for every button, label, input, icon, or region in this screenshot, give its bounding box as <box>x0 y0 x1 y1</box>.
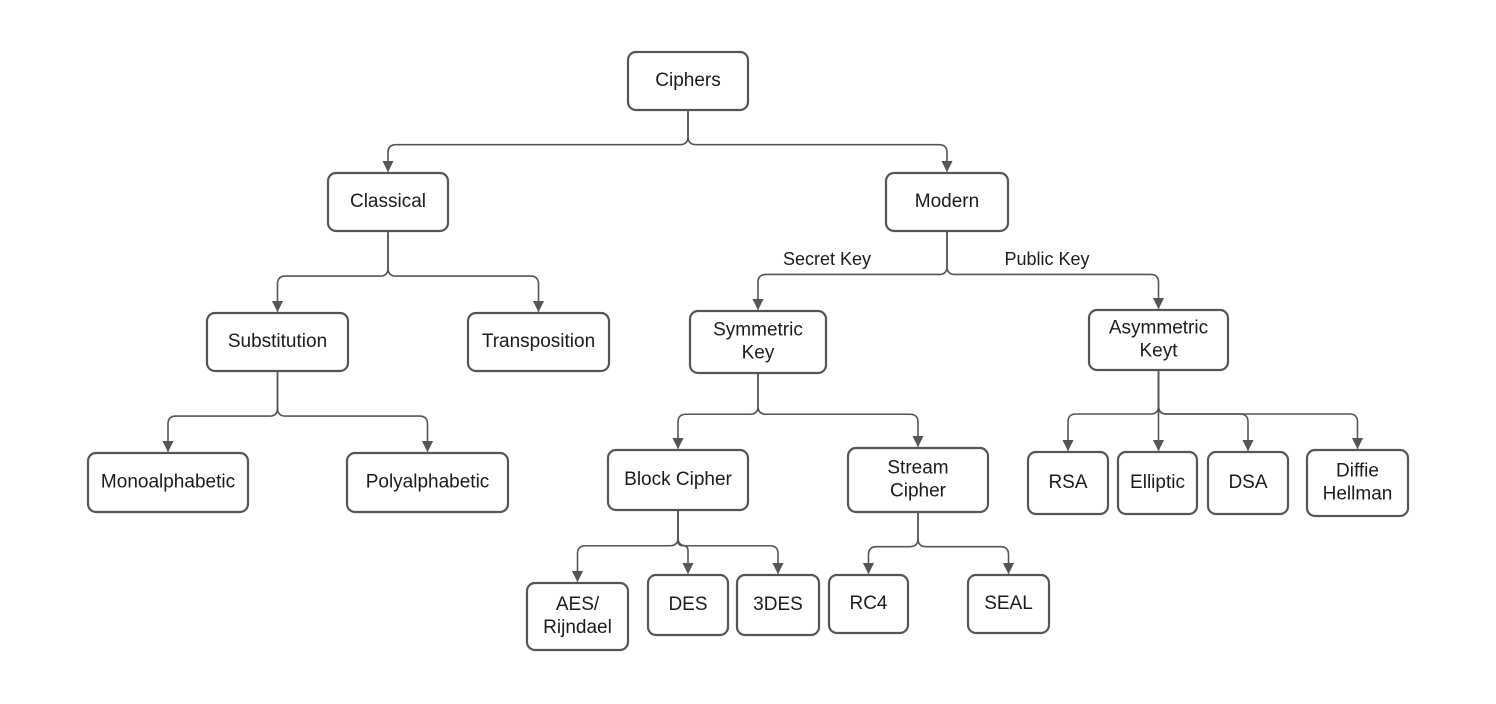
node-elliptic[interactable]: Elliptic <box>1116 450 1199 516</box>
node-3des[interactable]: 3DES <box>735 573 821 637</box>
node-label-substitution: Substitution <box>228 331 327 352</box>
node-dsa[interactable]: DSA <box>1206 450 1290 516</box>
node-box-classical[interactable] <box>326 171 450 233</box>
node-label-des: DES <box>668 594 707 615</box>
node-aes-rijndael[interactable]: AES/Rijndael <box>525 581 630 652</box>
edge-classical-transposition <box>387 230 545 313</box>
node-label-block-cipher: Block Cipher <box>624 469 732 490</box>
edge-substitution-monoalphabetic <box>162 370 279 453</box>
edge-ciphers-classical <box>382 109 689 173</box>
node-box-transposition[interactable] <box>466 311 611 373</box>
node-label-modern: Modern <box>915 191 979 212</box>
node-box-ciphers[interactable] <box>626 50 750 112</box>
edge-stream-rc4 <box>862 511 919 575</box>
node-label-seal: SEAL <box>984 593 1033 614</box>
edges-layer <box>162 109 1364 583</box>
node-label-classical: Classical <box>350 191 426 212</box>
edge-asymmetric-dsa <box>1157 369 1254 452</box>
node-box-diffie-hellman[interactable] <box>1305 448 1410 518</box>
node-box-3des[interactable] <box>735 573 821 637</box>
node-label-dsa: DSA <box>1228 472 1267 493</box>
node-rc4[interactable]: RC4 <box>827 573 910 635</box>
edge-classical-substitution <box>271 230 389 313</box>
node-polyalphabetic[interactable]: Polyalphabetic <box>345 451 510 514</box>
public-key-label: Public Key <box>1004 249 1089 269</box>
node-modern[interactable]: Modern <box>884 171 1010 233</box>
node-des[interactable]: DES <box>646 573 730 637</box>
edge-asymmetric-diffie <box>1157 369 1364 450</box>
node-box-aes-rijndael[interactable] <box>525 581 630 652</box>
edge-block-3des <box>677 509 784 575</box>
node-transposition[interactable]: Transposition <box>466 311 611 373</box>
node-ciphers[interactable]: Ciphers <box>626 50 750 112</box>
node-box-asymmetric-key[interactable] <box>1087 308 1230 372</box>
node-box-elliptic[interactable] <box>1116 450 1199 516</box>
node-block-cipher[interactable]: Block Cipher <box>606 448 750 512</box>
node-box-rsa[interactable] <box>1026 450 1110 516</box>
node-box-polyalphabetic[interactable] <box>345 451 510 514</box>
edge-modern-asymmetric <box>946 230 1165 310</box>
node-label-3des: 3DES <box>753 594 803 615</box>
node-box-block-cipher[interactable] <box>606 448 750 512</box>
node-label-monoalphabetic: Monoalphabetic <box>101 472 235 493</box>
edge-asymmetric-rsa <box>1062 369 1160 452</box>
edge-substitution-polyalphabetic <box>276 370 434 453</box>
node-label-aes-rijndael: AES/Rijndael <box>543 594 612 638</box>
node-classical[interactable]: Classical <box>326 171 450 233</box>
node-rsa[interactable]: RSA <box>1026 450 1110 516</box>
node-monoalphabetic[interactable]: Monoalphabetic <box>86 451 250 514</box>
node-seal[interactable]: SEAL <box>966 573 1051 635</box>
node-box-des[interactable] <box>646 573 730 637</box>
edge-ciphers-modern <box>687 109 953 173</box>
node-label-rsa: RSA <box>1048 472 1087 493</box>
edge-symmetric-stream <box>757 372 924 448</box>
node-box-substitution[interactable] <box>205 311 350 373</box>
node-label-ciphers: Ciphers <box>655 70 720 91</box>
node-label-elliptic: Elliptic <box>1130 472 1185 493</box>
edge-labels-layer: Secret Key Public Key <box>783 249 1090 269</box>
node-box-modern[interactable] <box>884 171 1010 233</box>
node-label-rc4: RC4 <box>849 593 887 614</box>
node-substitution[interactable]: Substitution <box>205 311 350 373</box>
edge-modern-symmetric <box>752 230 948 311</box>
node-box-monoalphabetic[interactable] <box>86 451 250 514</box>
node-box-seal[interactable] <box>966 573 1051 635</box>
node-label-transposition: Transposition <box>482 331 595 352</box>
node-box-symmetric-key[interactable] <box>688 309 828 375</box>
secret-key-label: Secret Key <box>783 249 871 269</box>
node-box-rc4[interactable] <box>827 573 910 635</box>
edge-block-aes <box>571 509 679 583</box>
node-label-polyalphabetic: Polyalphabetic <box>366 472 490 493</box>
edge-block-des <box>677 509 694 575</box>
edge-stream-seal <box>917 511 1015 575</box>
edge-symmetric-block <box>672 372 759 450</box>
node-box-stream-cipher[interactable] <box>846 446 990 514</box>
node-box-dsa[interactable] <box>1206 450 1290 516</box>
